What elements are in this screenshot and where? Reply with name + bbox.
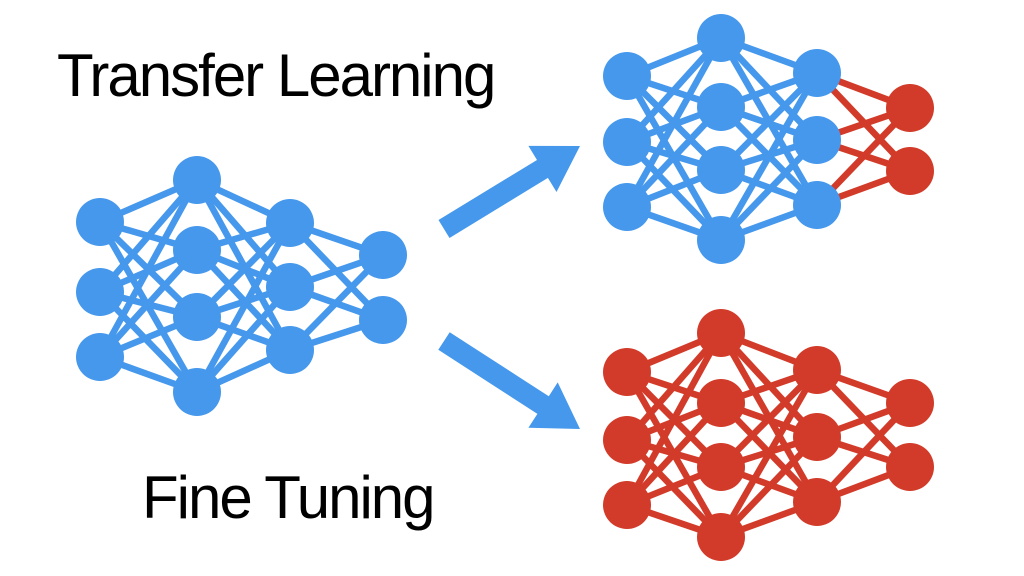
arrow-to-transfer-learning-icon xyxy=(438,145,580,238)
source-network xyxy=(76,156,407,416)
fine-tuning-network-node xyxy=(697,513,745,561)
fine-tuning-network-node xyxy=(793,478,841,526)
fine-tuning-network-node xyxy=(697,443,745,491)
source-network-node xyxy=(173,293,221,341)
source-network-node xyxy=(266,199,314,247)
source-network-node xyxy=(173,226,221,274)
source-network-edge xyxy=(194,221,293,394)
fine-tuning-network-edge xyxy=(624,331,724,507)
fine-tuning-network-node xyxy=(603,481,651,529)
source-network-node xyxy=(359,231,407,279)
fine-tuning-network xyxy=(603,309,934,561)
transfer-learning-network-node xyxy=(793,181,841,229)
transfer-learning-network-node xyxy=(697,146,745,194)
source-network-node xyxy=(266,326,314,374)
fine-tuning-network-edge xyxy=(718,368,820,539)
arrow-to-fine-tuning-icon xyxy=(438,332,580,429)
transfer-learning-label: Transfer Learning xyxy=(57,42,496,109)
fine-tuning-network-node xyxy=(886,379,934,427)
transfer-learning-network-edge xyxy=(624,36,724,209)
transfer-learning-network xyxy=(603,14,934,264)
transfer-learning-network-node xyxy=(697,83,745,131)
transfer-learning-network-edge xyxy=(718,71,820,242)
fine-tuning-network-node xyxy=(886,443,934,491)
source-network-node xyxy=(76,268,124,316)
transfer-learning-network-node xyxy=(793,116,841,164)
source-network-node xyxy=(76,198,124,246)
transfer-learning-network-node xyxy=(603,52,651,100)
fine-tuning-network-node xyxy=(697,309,745,357)
transfer-learning-network-node xyxy=(886,147,934,195)
transfer-learning-network-node xyxy=(697,14,745,62)
fine-tuning-network-node xyxy=(793,346,841,394)
source-network-edge xyxy=(97,247,200,360)
transfer-learning-network-node xyxy=(603,118,651,166)
source-network-edge xyxy=(194,178,293,352)
source-network-edge xyxy=(97,177,200,295)
fine-tuning-network-node xyxy=(697,379,745,427)
fine-tuning-label: Fine Tuning xyxy=(142,464,436,531)
fine-tuning-network-node xyxy=(603,348,651,396)
source-network-node xyxy=(173,368,221,416)
source-network-node xyxy=(266,263,314,311)
source-network-edge xyxy=(97,178,200,359)
transfer-learning-network-node xyxy=(886,84,934,132)
fine-tuning-network-node xyxy=(793,413,841,461)
transfer-learning-network-node xyxy=(793,49,841,97)
source-network-node xyxy=(76,333,124,381)
source-network-node xyxy=(173,156,221,204)
transfer-learning-network-node xyxy=(697,216,745,264)
source-network-node xyxy=(359,296,407,344)
fine-tuning-network-node xyxy=(603,416,651,464)
transfer-learning-network-node xyxy=(603,183,651,231)
